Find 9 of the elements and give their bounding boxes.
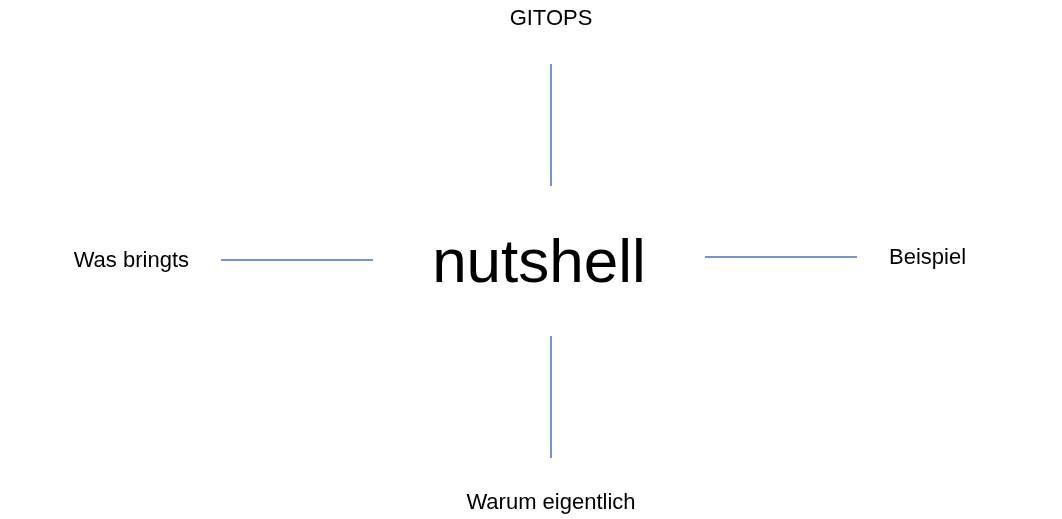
connector-line xyxy=(704,256,858,258)
connector-line xyxy=(550,335,552,459)
topic-label: Beispiel xyxy=(889,243,967,271)
connector-line xyxy=(550,63,552,187)
topic-label: GITOPS xyxy=(509,4,593,32)
topic-label: Was bringts xyxy=(73,246,189,274)
connector-line xyxy=(220,259,374,261)
topic-label: Warum eigentlich xyxy=(466,487,636,515)
center-topic: nutshell xyxy=(432,225,646,298)
